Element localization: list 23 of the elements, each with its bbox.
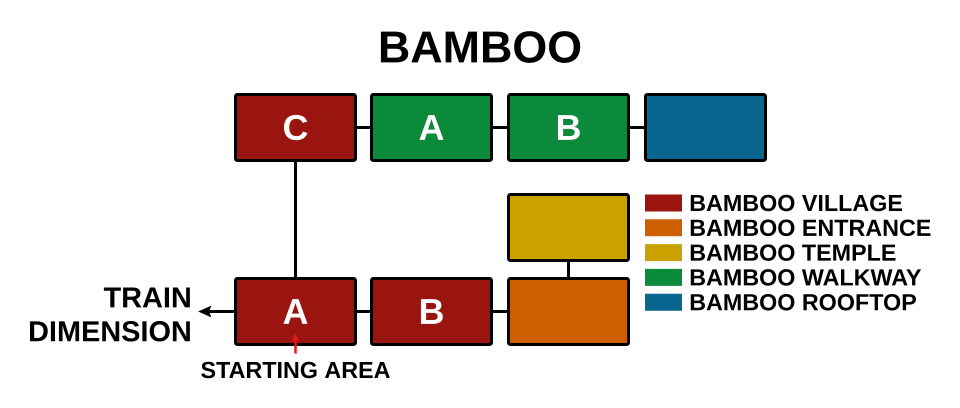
direction-label: TRAIN DIMENSION <box>30 287 190 342</box>
legend-label: BAMBOO TEMPLE <box>690 244 896 261</box>
area-box <box>507 277 630 346</box>
legend-label: BAMBOO ENTRANCE <box>690 220 930 236</box>
legend-label: BAMBOO VILLAGE <box>690 194 902 212</box>
title: BAMBOO <box>380 31 580 63</box>
connector-line <box>493 310 507 313</box>
area-box: B <box>507 93 630 162</box>
area-box: B <box>370 277 493 346</box>
legend-label: BAMBOO ROOFTOP <box>690 294 916 310</box>
connector-line <box>493 126 507 129</box>
area-box: C <box>234 93 357 162</box>
area-box <box>644 93 767 162</box>
area-box <box>507 193 630 262</box>
callout-label: STARTING AREA <box>201 362 390 378</box>
connector-line <box>357 310 370 313</box>
area-box: A <box>234 277 357 346</box>
connector-line <box>357 126 370 129</box>
area-box: A <box>370 93 493 162</box>
legend-label: BAMBOO WALKWAY <box>690 269 922 286</box>
connector-line <box>567 262 570 277</box>
connector-line <box>294 162 297 277</box>
connector-line <box>630 126 644 129</box>
